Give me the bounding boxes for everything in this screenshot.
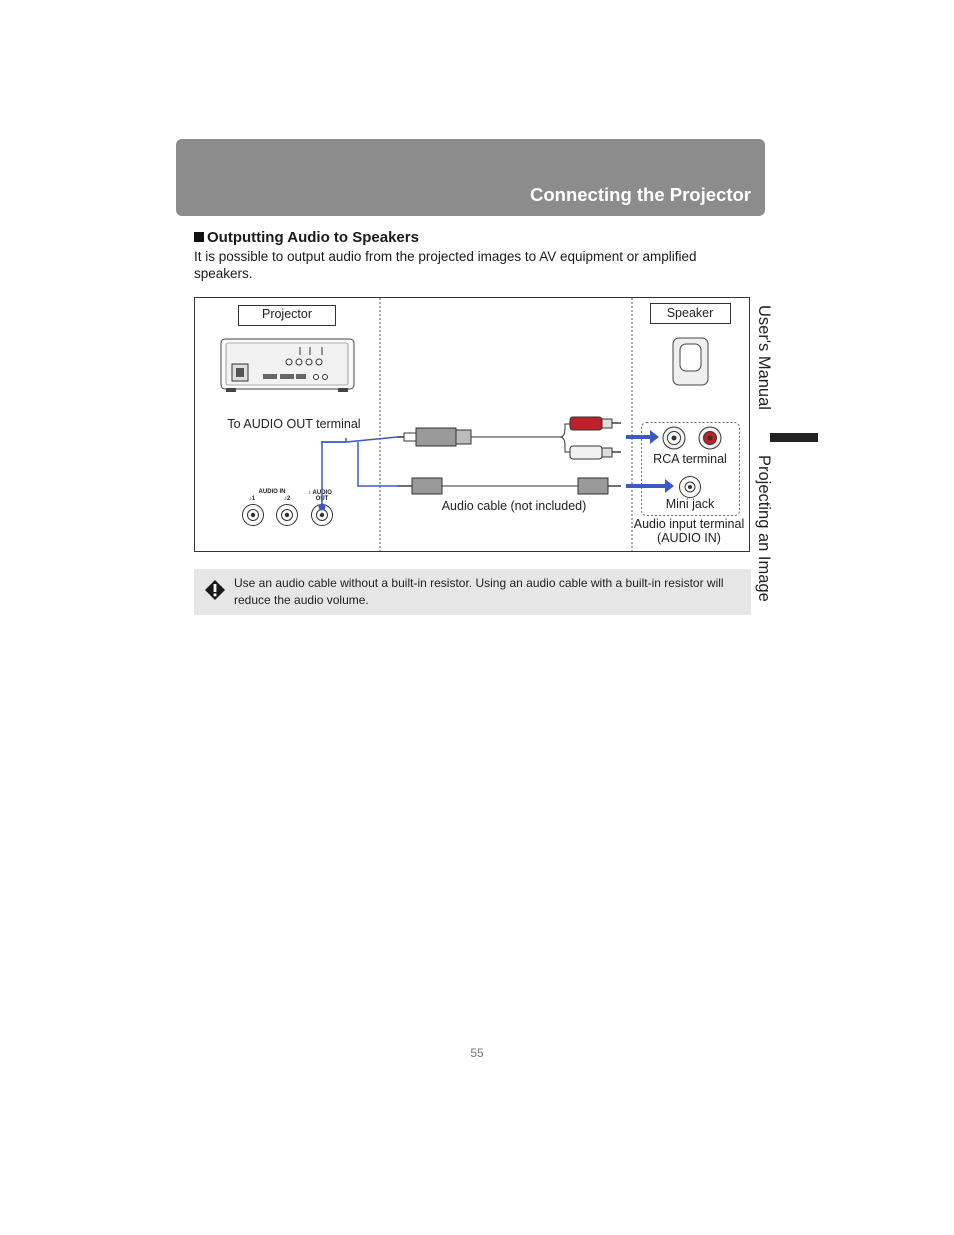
audio-out-small-label: ♪ AUDIO (308, 490, 332, 496)
port2-small-label: ♪2 (284, 496, 291, 502)
projector-rear-icon (220, 338, 355, 392)
projector-label: Projector (262, 307, 312, 321)
speaker-input-panel (641, 422, 740, 516)
input-terminal-label: Audio input terminal (634, 517, 744, 531)
projector-label-box (238, 305, 336, 326)
square-bullet-icon (194, 232, 204, 242)
mini-jack-cable (397, 477, 621, 495)
audio-in-2-jack (276, 504, 298, 526)
rca-white-plug (569, 445, 603, 460)
rca-cable (397, 416, 621, 460)
speaker-label: Speaker (667, 306, 714, 320)
arrow-rca (626, 430, 659, 444)
connection-diagram: Projector Speaker To AUDIO OUT terminal … (194, 297, 750, 552)
side-tab-divider (770, 433, 818, 442)
intro-paragraph: It is possible to output audio from the … (194, 249, 697, 281)
mini-jack-terminal (679, 476, 701, 498)
cable-label: Audio cable (not included) (442, 499, 587, 513)
section-heading: Outputting Audio to Speakers (194, 229, 419, 246)
side-tab: User's Manual Projecting an Image (754, 305, 818, 615)
rca-red-plug (569, 416, 603, 431)
input-terminal-label-2: (AUDIO IN) (657, 531, 721, 545)
mini-jack-label: Mini jack (666, 497, 715, 511)
port1-small-label: ♪1 (249, 496, 256, 502)
speaker-icon (672, 337, 709, 386)
diagram-frame (194, 297, 750, 552)
speaker-label-box (650, 303, 731, 324)
arrow-mini-jack (626, 479, 674, 493)
audio-in-small-label: AUDIO IN (259, 489, 286, 495)
audio-in-1-jack (242, 504, 264, 526)
rca-terminal-label: RCA terminal (653, 452, 727, 466)
page-title: Connecting the Projector (530, 184, 751, 205)
page-number: 55 (470, 1046, 484, 1060)
rca-white-terminal (662, 426, 686, 450)
side-tab-chapter: Projecting an Image (755, 455, 773, 602)
connection-leader-lines (321, 436, 398, 505)
section-heading-text: Outputting Audio to Speakers (207, 229, 419, 246)
side-tab-manual: User's Manual (755, 305, 773, 410)
rca-red-terminal (698, 426, 722, 450)
header-bar: Connecting the Projector (176, 139, 765, 216)
audio-out-marker (318, 503, 326, 511)
audio-out-jack (311, 504, 333, 526)
audio-out-label: To AUDIO OUT terminal (227, 417, 360, 431)
caution-icon (205, 580, 225, 600)
caution-text: Use an audio cable without a built-in re… (234, 576, 724, 607)
caution-box: Use an audio cable without a built-in re… (194, 569, 751, 615)
